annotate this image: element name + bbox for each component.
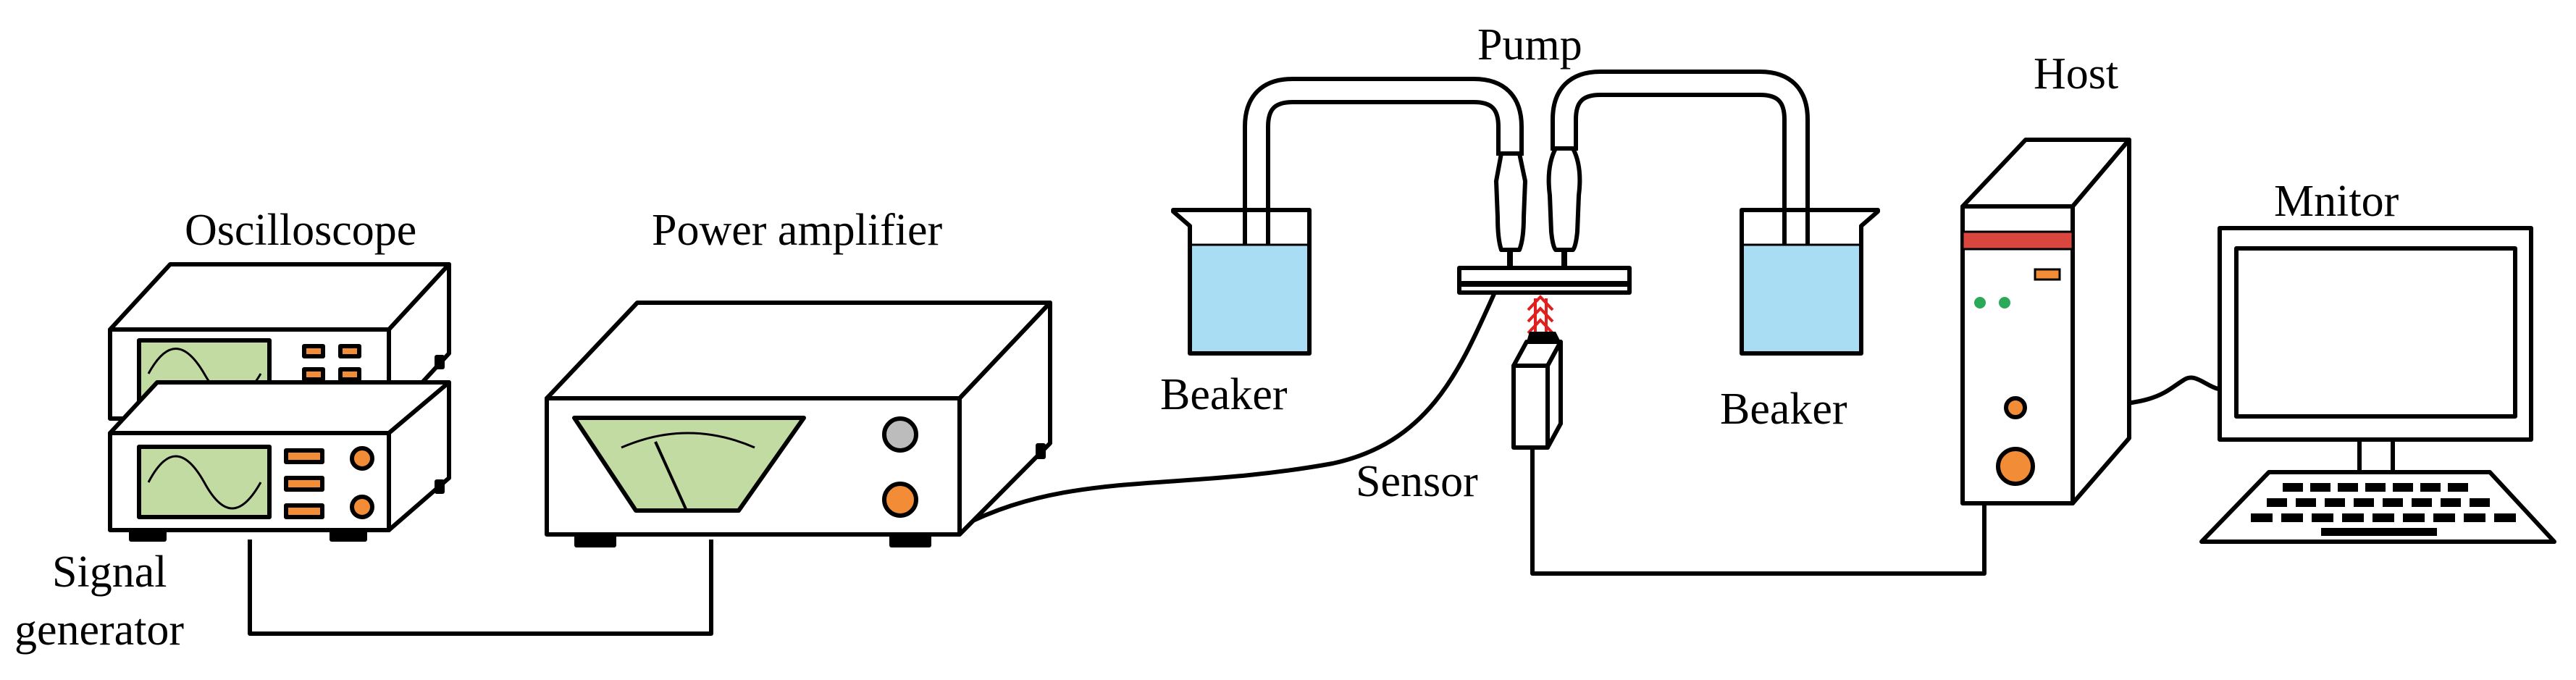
label-signal-line2: generator	[14, 605, 184, 655]
keyboard-key	[2281, 513, 2303, 522]
beaker-left-outline	[1171, 208, 1312, 356]
keyboard-key	[2267, 498, 2287, 507]
keyboard-key	[2420, 483, 2441, 492]
beaker-right-outline	[1740, 208, 1880, 356]
wire-signal-to-amplifier	[248, 540, 713, 636]
beaker-right-water	[1742, 245, 1861, 353]
label-beaker-left: Beaker	[1160, 370, 1288, 419]
sensor	[1511, 332, 1563, 450]
keyboard-key	[2325, 498, 2345, 507]
signal-generator-foot	[330, 530, 367, 542]
beaker-left-water	[1190, 245, 1309, 353]
signal-generator-waveform	[147, 455, 262, 510]
keyboard-key	[2494, 513, 2516, 522]
signal-generator-foot	[435, 479, 445, 494]
keyboard-key	[2251, 513, 2273, 522]
keyboard-key	[2342, 513, 2364, 522]
keyboard-key	[2372, 513, 2394, 522]
keyboard-key	[2412, 498, 2432, 507]
beaker-left	[1171, 208, 1312, 356]
label-power-amplifier: Power amplifier	[652, 206, 943, 255]
monitor-screen	[2234, 246, 2517, 419]
signal-generator	[108, 380, 451, 542]
host-led	[1999, 297, 2010, 308]
host-led	[1974, 297, 1986, 308]
label-monitor: Mnitor	[2274, 177, 2399, 226]
tube-right	[1551, 70, 1810, 245]
sensor-notch	[1527, 332, 1561, 342]
label-sensor: Sensor	[1356, 457, 1478, 506]
beaker-right	[1740, 208, 1880, 356]
keyboard-key	[2403, 513, 2425, 522]
keyboard-key	[2433, 513, 2455, 522]
labels: Oscilloscope Signal generator Power ampl…	[14, 20, 2399, 655]
host-button-small	[2004, 396, 2027, 419]
keyboard-key	[2338, 483, 2358, 492]
keyboard-key	[2312, 513, 2333, 522]
pump-nozzle-right	[1546, 146, 1582, 252]
label-pump: Pump	[1477, 20, 1582, 70]
host-side-face	[2071, 138, 2131, 505]
wave-arrowhead	[1527, 295, 1554, 311]
tube-left-inner	[1247, 81, 1519, 245]
host-red-stripe	[1961, 230, 2074, 251]
label-beaker-right: Beaker	[1720, 385, 1847, 434]
tube-left	[1243, 77, 1524, 245]
signal-generator-button	[284, 476, 324, 492]
pump-tubing	[1243, 70, 1810, 245]
power-amplifier-knob	[882, 416, 918, 453]
oscilloscope-button	[302, 344, 325, 358]
keyboard-key	[2470, 498, 2490, 507]
wave-arrowhead	[1527, 306, 1554, 323]
keyboard	[2199, 470, 2556, 544]
power-amplifier-meter-scale	[621, 432, 755, 449]
signal-generator-button	[284, 448, 324, 464]
keyboard-key	[2441, 498, 2461, 507]
keyboard-key	[2464, 513, 2485, 522]
keyboard-key	[2354, 498, 2374, 507]
keyboard-key	[2448, 483, 2468, 492]
monitor-stand	[2357, 437, 2395, 474]
power-amplifier-meter	[572, 416, 806, 513]
signal-generator-knob	[350, 495, 374, 519]
host	[1960, 138, 2131, 505]
oscilloscope-foot	[435, 355, 445, 369]
wire-sensor-to-host	[1530, 449, 1986, 576]
host-drive-slot	[2034, 268, 2061, 281]
label-signal-line1: Signal	[52, 547, 167, 597]
keyboard-key	[2283, 483, 2303, 492]
label-oscilloscope: Oscilloscope	[185, 206, 416, 255]
keyboard-key	[2365, 483, 2386, 492]
wave-arrows	[1527, 295, 1554, 342]
wave-arrowhead	[1527, 318, 1554, 335]
keyboard-key	[2383, 498, 2403, 507]
signal-generator-foot	[129, 530, 167, 542]
power-amplifier	[545, 301, 1052, 547]
oscilloscope-button	[338, 344, 361, 358]
monitor	[2218, 226, 2533, 474]
host-power-button	[1996, 447, 2035, 486]
power-amplifier-foot	[889, 534, 931, 547]
label-host: Host	[2034, 49, 2118, 98]
oscilloscope-button	[302, 367, 325, 382]
oscilloscope-button	[338, 367, 361, 382]
signal-generator-button	[284, 503, 324, 519]
wire-amplifier-to-transducer	[958, 285, 1500, 529]
power-amplifier-meter-needle	[654, 441, 688, 511]
keyboard-key	[2296, 498, 2316, 507]
signal-generator-knob	[350, 446, 374, 471]
power-amplifier-foot	[574, 534, 616, 547]
pump	[1457, 146, 1632, 295]
power-amplifier-knob	[882, 482, 918, 518]
power-amplifier-foot	[1036, 443, 1046, 459]
keyboard-key	[2393, 483, 2413, 492]
keyboard-keys	[2251, 483, 2516, 536]
pump-nozzle-left	[1494, 151, 1527, 252]
sensor-front-face	[1511, 364, 1550, 450]
pump-plate	[1457, 266, 1632, 295]
keyboard-key	[2310, 483, 2330, 492]
tube-right-inner	[1555, 74, 1805, 245]
keyboard-spacebar	[2321, 528, 2437, 536]
